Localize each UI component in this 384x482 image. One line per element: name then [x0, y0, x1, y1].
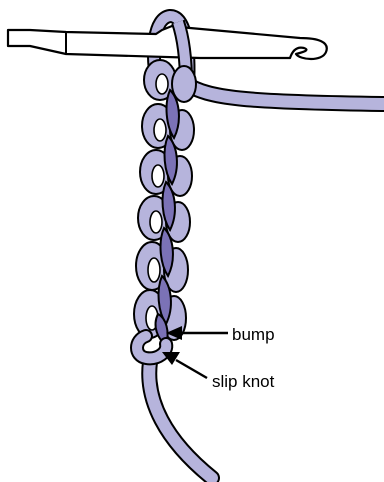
- tail-yarn: [149, 362, 212, 478]
- crochet-hook-icon: [8, 26, 327, 59]
- slip-knot-arrow: [162, 352, 207, 378]
- slip-knot-label: slip knot: [212, 373, 274, 390]
- chain-stitch-icon: [134, 60, 196, 344]
- bump-label: bump: [232, 326, 275, 343]
- working-yarn: [186, 84, 384, 104]
- slip-knot: [137, 336, 166, 358]
